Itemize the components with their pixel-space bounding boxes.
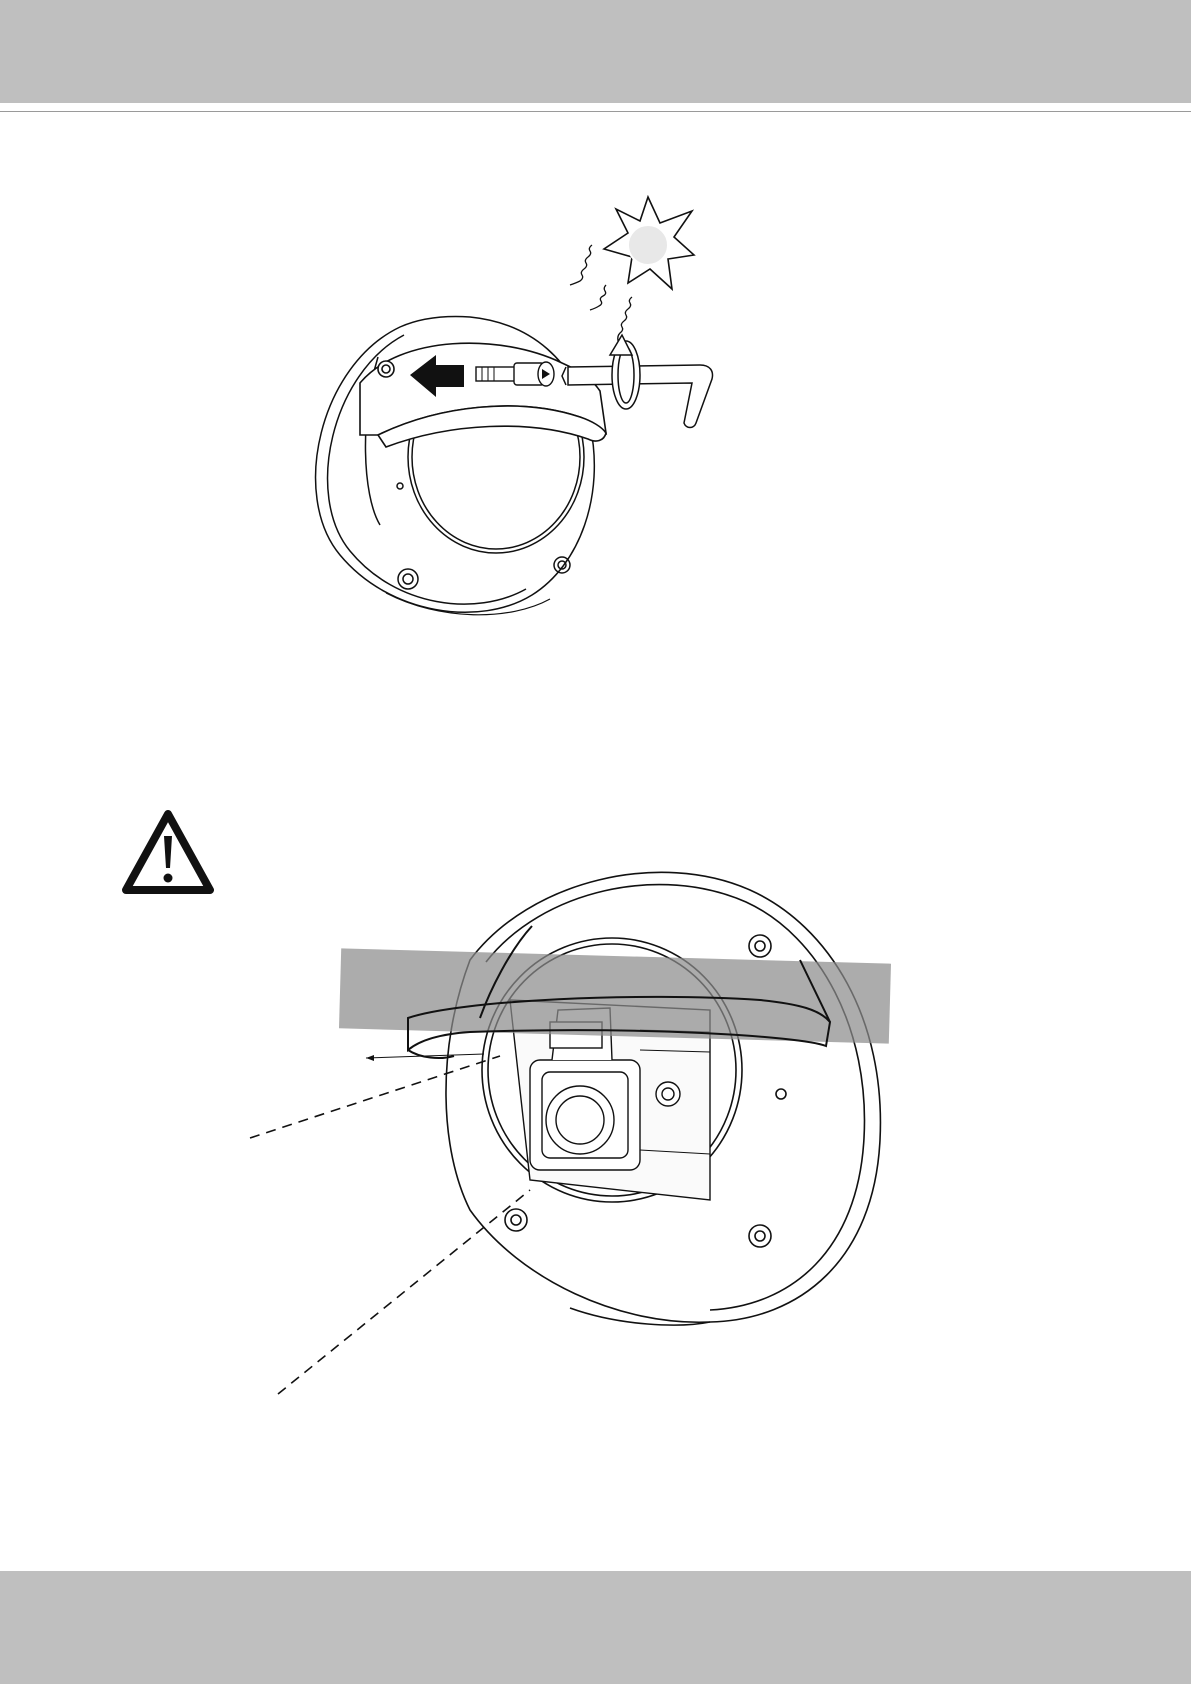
page-footer-band	[0, 1571, 1191, 1684]
warning-triangle-icon	[120, 808, 216, 898]
sun-icon	[604, 197, 694, 289]
sun-rays	[570, 245, 632, 341]
sun-shield-install-figure	[300, 195, 770, 635]
caution-icon-wrap	[120, 808, 216, 898]
highlight-band	[339, 948, 891, 1043]
rotate-arrow-icon	[610, 335, 640, 409]
header-rule	[0, 111, 1191, 112]
page-header-band	[0, 0, 1191, 103]
lens-clearance-figure	[240, 850, 940, 1400]
